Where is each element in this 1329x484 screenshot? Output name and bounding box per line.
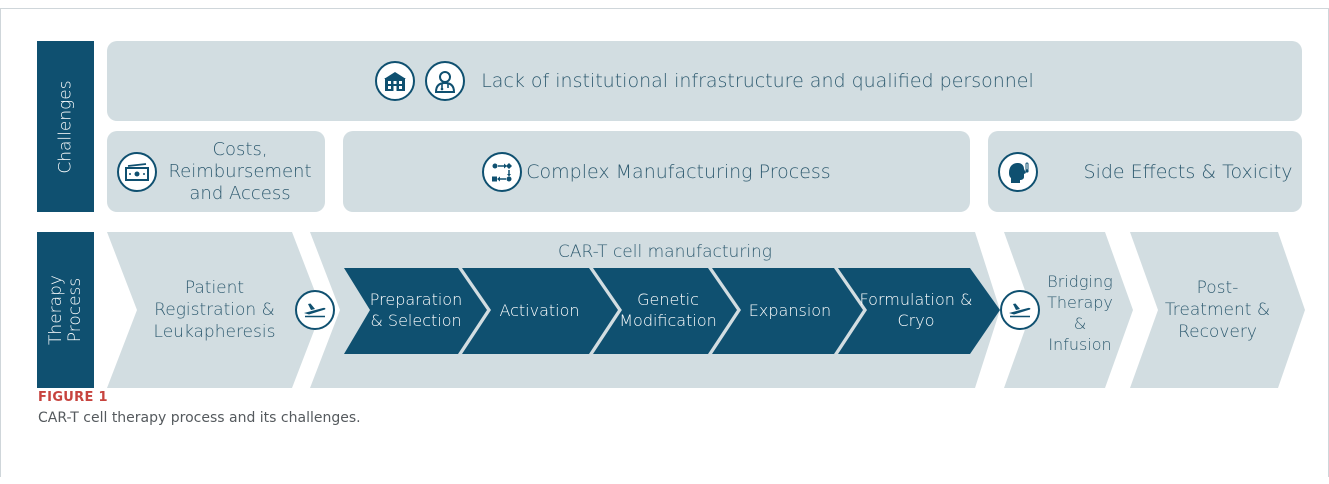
step-preparation-text: Preparation & Selection bbox=[369, 290, 463, 330]
step-formulation-text: Formulation & Cryo bbox=[859, 290, 973, 330]
bridging-text: Bridging Therapy & Infusion bbox=[1047, 272, 1113, 354]
chevron-patient-registration bbox=[107, 232, 322, 388]
step-genetic-modification-chevron bbox=[593, 268, 737, 354]
step-genetic-modification-text: Genetic Modification bbox=[619, 290, 717, 330]
chevron-bridging bbox=[1004, 232, 1133, 388]
therapy-process-side-label: Therapy Process bbox=[37, 232, 94, 388]
challenge-costs-text: Costs, Reimbursement and Access bbox=[168, 138, 312, 204]
challenge-infrastructure-box: Lack of institutional infrastructure and… bbox=[107, 41, 1302, 121]
step-expansion-chevron bbox=[712, 268, 863, 354]
workflow-icon bbox=[482, 151, 523, 192]
step-activation-text: Activation bbox=[499, 300, 580, 320]
figure-label: FIGURE 1 bbox=[38, 390, 108, 405]
challenge-side-effects-box: Side Effects & Toxicity bbox=[988, 131, 1302, 212]
airplane-icon bbox=[295, 290, 335, 330]
step-formulation-chevron bbox=[838, 268, 1000, 354]
challenge-infrastructure-text: Lack of institutional infrastructure and… bbox=[481, 70, 1034, 92]
head-thermometer-icon bbox=[997, 151, 1038, 192]
money-icon bbox=[117, 151, 157, 192]
doctor-icon bbox=[425, 61, 466, 101]
step-expansion-text: Expansion bbox=[748, 300, 832, 320]
chevron-post-treatment bbox=[1130, 232, 1305, 388]
manufacturing-title: CAR-T cell manufacturing bbox=[557, 242, 773, 262]
hospital-icon bbox=[375, 61, 416, 101]
challenges-side-label: Challenges bbox=[37, 41, 94, 212]
step-preparation-chevron bbox=[344, 268, 487, 354]
challenge-side-effects-text: Side Effects & Toxicity bbox=[1083, 160, 1293, 183]
challenge-costs-box: Costs, Reimbursement and Access bbox=[107, 131, 325, 212]
step-activation-chevron bbox=[462, 268, 618, 354]
patient-registration-text: Patient Registration & Leukapheresis bbox=[153, 278, 276, 342]
figure-caption: CAR-T cell therapy process and its chall… bbox=[38, 410, 361, 426]
challenge-manufacturing-box: Complex Manufacturing Process bbox=[343, 131, 970, 212]
challenge-manufacturing-text: Complex Manufacturing Process bbox=[526, 160, 831, 183]
airplane-icon bbox=[1000, 290, 1040, 330]
post-treatment-text: Post-Treatment & Recovery bbox=[1164, 278, 1271, 342]
